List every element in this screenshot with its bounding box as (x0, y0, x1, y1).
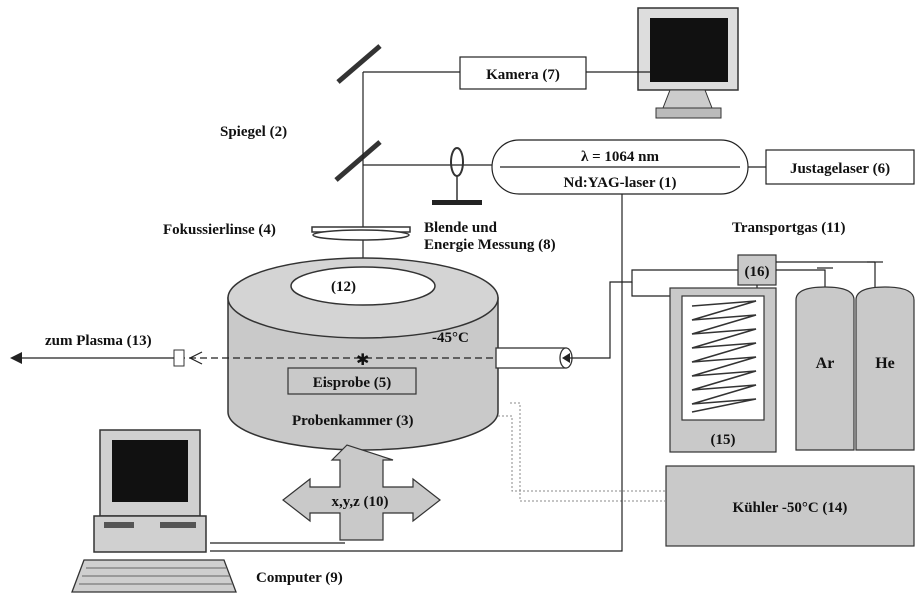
ice-sample-box (287, 367, 417, 395)
focus-point-icon: ✱ (356, 350, 369, 369)
aperture-icon (432, 147, 482, 205)
mirror-label: Spiegel (2) (220, 124, 287, 140)
computer-label: Computer (9) (256, 570, 343, 586)
cooler-box (665, 465, 915, 547)
aperture-label-1: Blende und (424, 220, 498, 236)
ice-sample-label: Eisprobe (5) (313, 375, 391, 391)
outlet-port (173, 349, 185, 367)
computer-to-laser-line (210, 194, 623, 552)
dashed-arrow-head-b (189, 357, 203, 365)
cooling-line-2 (498, 415, 666, 492)
lens-icon (311, 226, 411, 241)
cooler-label: Kühler -50°C (14) (733, 500, 848, 516)
valve-label: (16) (745, 264, 770, 280)
coil-label: (15) (711, 432, 736, 448)
xyz-label: x,y,z (10) (331, 494, 388, 510)
ar-connection-line (776, 269, 826, 287)
argon-label: Ar (816, 355, 835, 372)
camera-box (459, 56, 587, 90)
justage-box (765, 149, 915, 185)
cooling-line-1 (510, 402, 666, 502)
laser-label: Nd:YAG-laser (1) (564, 175, 677, 191)
mirror-top-icon (336, 44, 382, 84)
gas-supply-branch (631, 282, 686, 297)
mirror-bottom-icon (334, 140, 382, 182)
transport-gas-label: Transportgas (11) (732, 220, 845, 236)
plasma-arrow-head (10, 352, 22, 364)
aperture-label-2: Energie Messung (8) (424, 237, 556, 253)
dashed-arrow-head-a (189, 351, 203, 359)
helium-label: He (875, 355, 895, 372)
computer-icon (71, 429, 237, 593)
monitor-icon (637, 7, 739, 119)
chamber-label: Probenkammer (3) (292, 413, 414, 429)
inlet-pipe (495, 347, 573, 369)
argon-bottle (795, 286, 855, 451)
gas-supply-pipe (570, 269, 738, 359)
xyz-stage-icon (282, 444, 441, 541)
helium-bottle (855, 286, 915, 451)
temp-chamber-label: -45°C (432, 330, 469, 346)
wavelength-label: λ = 1064 nm (581, 149, 660, 165)
lens-label: Fokussierlinse (4) (163, 222, 276, 238)
coil-spiral-icon (691, 300, 757, 413)
justage-label: Justagelaser (6) (790, 161, 890, 177)
plasma-label: zum Plasma (13) (45, 333, 152, 349)
window-label: (12) (331, 279, 356, 295)
camera-label: Kamera (7) (486, 67, 560, 83)
